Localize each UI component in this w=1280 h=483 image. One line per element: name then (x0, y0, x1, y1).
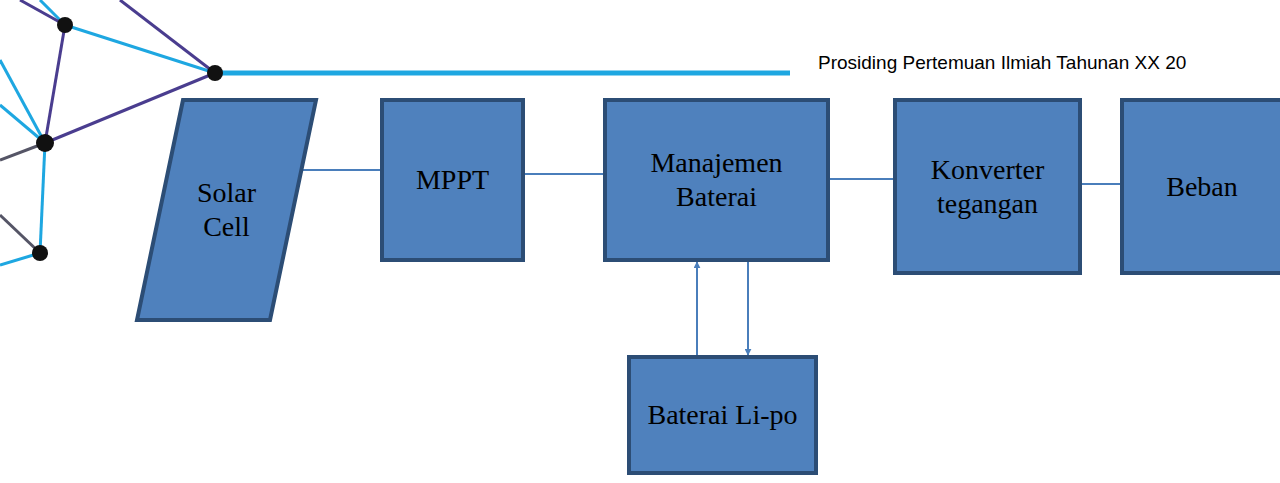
network-dot (36, 134, 54, 152)
network-line (0, 215, 40, 253)
parallelogram-outline (135, 98, 318, 322)
box-label: Beban (1166, 170, 1238, 204)
connector-line (830, 178, 893, 180)
network-line (0, 60, 45, 143)
box-label: Konverter tegangan (907, 153, 1068, 220)
network-dot (57, 17, 73, 33)
box-label: Manajemen Baterai (617, 146, 816, 213)
header-rule (215, 71, 790, 76)
connector-arrow (747, 262, 749, 355)
box-label: Baterai Li-po (647, 398, 797, 432)
network-line (120, 0, 215, 73)
network-dot (32, 245, 48, 261)
connector-line (525, 173, 603, 175)
process-box: Beban (1120, 98, 1280, 275)
solar-cell-box: Solar Cell (135, 98, 318, 322)
connector-arrow (696, 262, 698, 355)
header-text: Prosiding Pertemuan Ilmiah Tahunan XX 20 (818, 52, 1186, 74)
network-line (40, 143, 45, 253)
battery-box: Baterai Li-po (627, 355, 818, 475)
parallelogram-shape (137, 100, 316, 320)
connector-line (1082, 183, 1120, 185)
box-label: MPPT (416, 163, 489, 197)
box-label: Solar Cell (173, 176, 280, 243)
network-line (65, 25, 215, 73)
network-dot (207, 65, 223, 81)
network-line (45, 25, 65, 143)
process-box: MPPT (380, 98, 525, 262)
process-box: Konverter tegangan (893, 98, 1082, 275)
process-box: Manajemen Baterai (603, 98, 830, 262)
connector-line (301, 169, 380, 171)
